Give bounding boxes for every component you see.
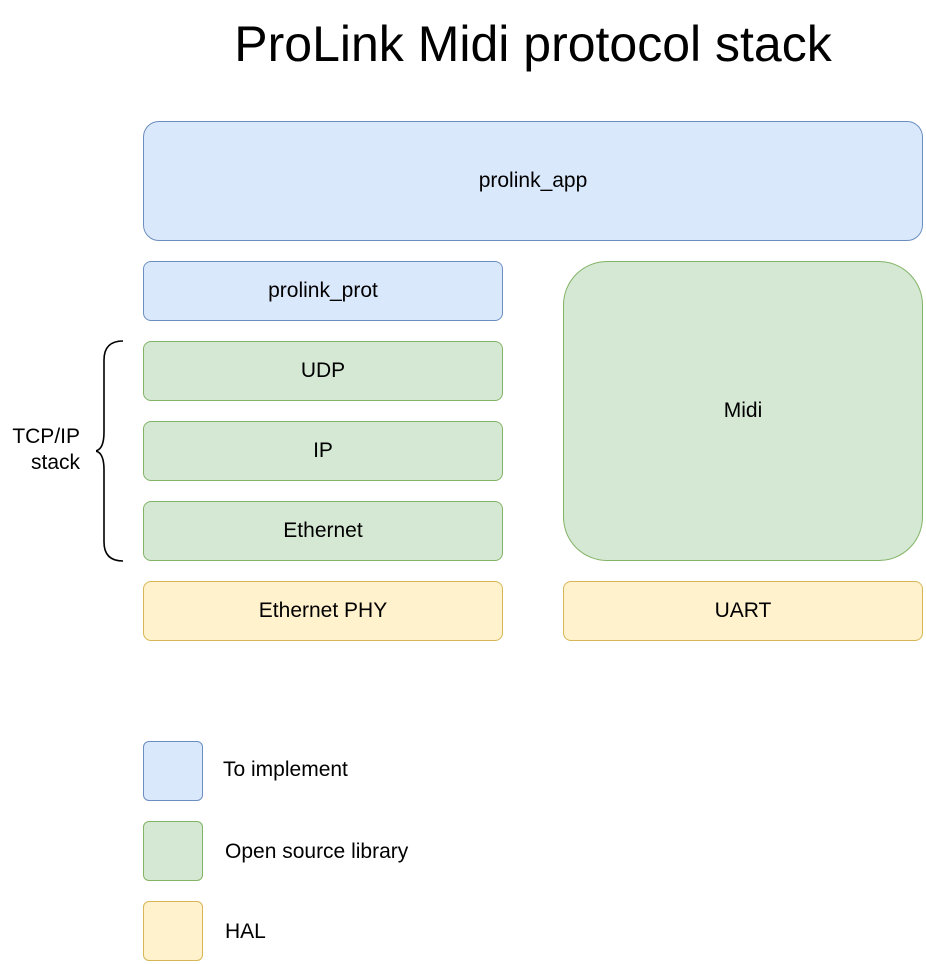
ethernet-box: Ethernet bbox=[143, 501, 503, 561]
legend-label-hal: HAL bbox=[225, 920, 266, 943]
prolink-app-label: prolink_app bbox=[478, 169, 588, 192]
prolink-prot-label: prolink_prot bbox=[268, 279, 378, 302]
legend-label-open-source: Open source library bbox=[225, 840, 409, 863]
legend-swatch-hal bbox=[143, 901, 203, 961]
udp-box: UDP bbox=[143, 341, 503, 401]
tcp-ip-label-line2: stack bbox=[30, 451, 80, 474]
legend-swatch-open-source bbox=[143, 821, 203, 881]
prolink-app-box: prolink_app bbox=[143, 121, 923, 241]
tcp-ip-stack-label: TCP/IP stack bbox=[0, 424, 80, 476]
ethernet-phy-box: Ethernet PHY bbox=[143, 581, 503, 641]
ethernet-phy-label: Ethernet PHY bbox=[258, 599, 388, 622]
ip-label: IP bbox=[313, 439, 333, 462]
ethernet-label: Ethernet bbox=[283, 519, 363, 542]
diagram-title: ProLink Midi protocol stack bbox=[234, 16, 832, 72]
curly-brace-icon bbox=[96, 340, 124, 562]
uart-label: UART bbox=[714, 599, 772, 622]
uart-box: UART bbox=[563, 581, 923, 641]
midi-box: Midi bbox=[563, 261, 923, 561]
legend-label-to-implement: To implement bbox=[223, 758, 348, 781]
udp-label: UDP bbox=[300, 359, 346, 382]
tcp-ip-label-line1: TCP/IP bbox=[12, 425, 80, 448]
prolink-prot-box: prolink_prot bbox=[143, 261, 503, 321]
ip-box: IP bbox=[143, 421, 503, 481]
legend-swatch-to-implement bbox=[143, 741, 203, 801]
midi-label: Midi bbox=[723, 399, 763, 422]
